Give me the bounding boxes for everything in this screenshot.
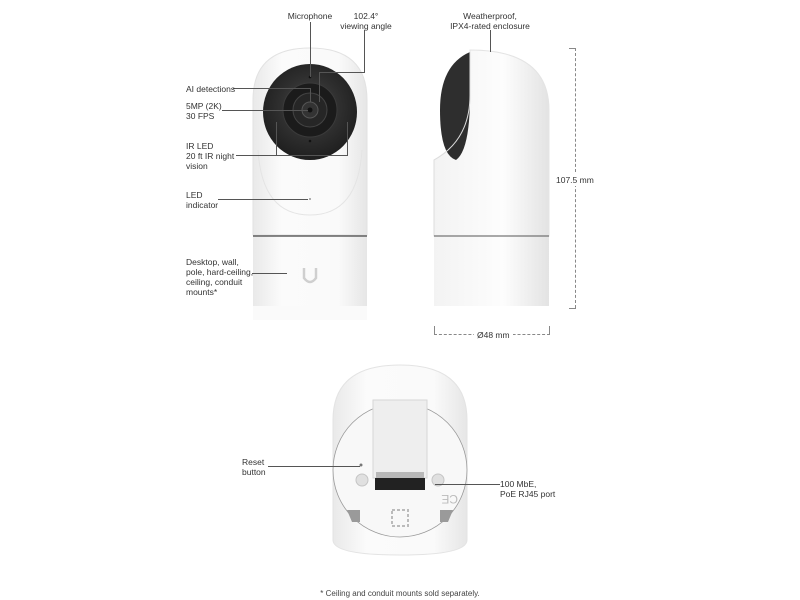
diameter-dim-right-tick xyxy=(549,326,550,335)
enclosure-label: Weatherproof, IPX4-rated enclosure xyxy=(450,11,530,31)
viewing-angle-leader-h xyxy=(319,72,365,73)
height-dimension-label: 107.5 mm xyxy=(556,174,594,186)
port-label: 100 MbE, PoE RJ45 port xyxy=(500,479,556,499)
ir-leader-right xyxy=(347,122,348,156)
reset-button-label: Reset button xyxy=(242,457,266,477)
ir-leader xyxy=(236,155,347,156)
ai-leader xyxy=(233,88,310,89)
height-dim-bottom-tick xyxy=(569,308,576,309)
ai-detections-label: AI detections xyxy=(186,84,236,94)
resolution-label: 5MP (2K) 30 FPS xyxy=(186,101,222,121)
viewing-angle-label: 102.4° viewing angle xyxy=(340,11,392,31)
svg-text:CE: CE xyxy=(441,492,458,506)
reset-leader xyxy=(268,466,360,467)
diameter-dim-left-tick xyxy=(434,326,435,335)
enclosure-leader xyxy=(490,30,491,52)
mounts-leader xyxy=(252,273,287,274)
microphone-label: Microphone xyxy=(287,11,333,21)
mounts-label: Desktop, wall, pole, hard-ceiling, ceili… xyxy=(186,257,254,297)
led-indicator-label: LED indicator xyxy=(186,190,219,210)
port-leader xyxy=(435,484,500,485)
height-dim-top-tick xyxy=(569,48,576,49)
led-leader xyxy=(218,199,308,200)
viewing-angle-leader xyxy=(364,30,365,72)
diameter-dimension-label: Ø48 mm xyxy=(474,330,513,340)
ir-leader-left xyxy=(276,122,277,156)
resolution-leader xyxy=(222,110,308,111)
microphone-leader xyxy=(310,22,311,77)
ai-leader-v xyxy=(310,88,311,102)
ir-led-label: IR LED 20 ft IR night vision xyxy=(186,141,235,171)
viewing-angle-leader-v2 xyxy=(319,72,320,102)
footnote: * Ceiling and conduit mounts sold separa… xyxy=(320,589,480,598)
